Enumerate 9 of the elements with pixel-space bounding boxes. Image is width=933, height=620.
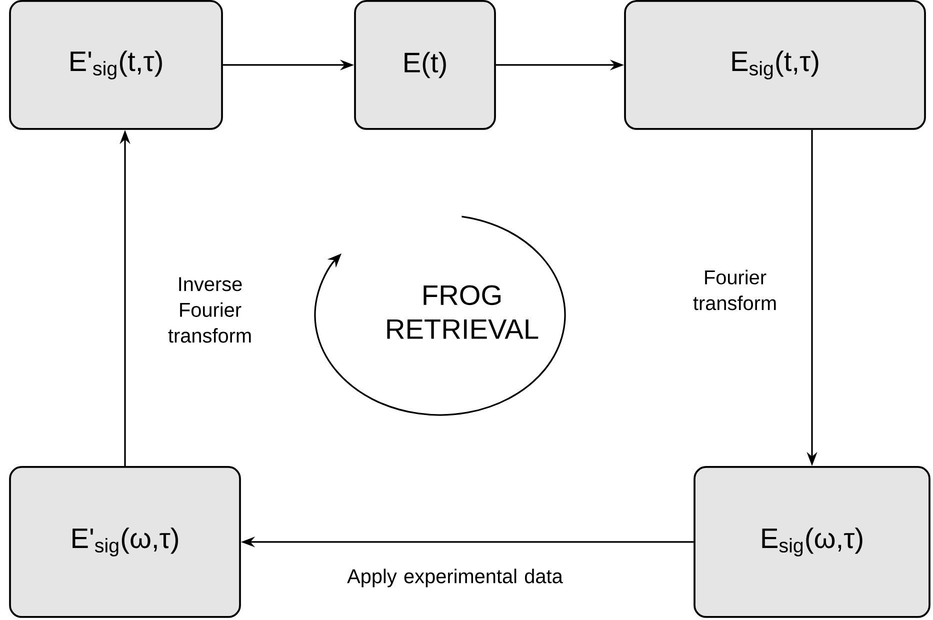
process-box: E'$_{sig}$(ω,τ) xyxy=(9,466,241,618)
edge-label: Fourier transform xyxy=(693,270,776,310)
process-box: E$_{sig}$(ω,τ) xyxy=(694,466,930,618)
edge-label: Apply experimental data xyxy=(347,568,563,588)
process-box: E(t) xyxy=(354,0,496,130)
edge-label: Inverse Fourier transform xyxy=(168,277,251,343)
process-box: E'$_{sig}$(t,τ) xyxy=(9,0,223,130)
center-label: FROG RETRIEVAL xyxy=(387,285,538,339)
process-box: E$_{sig}$(t,τ) xyxy=(624,0,926,130)
